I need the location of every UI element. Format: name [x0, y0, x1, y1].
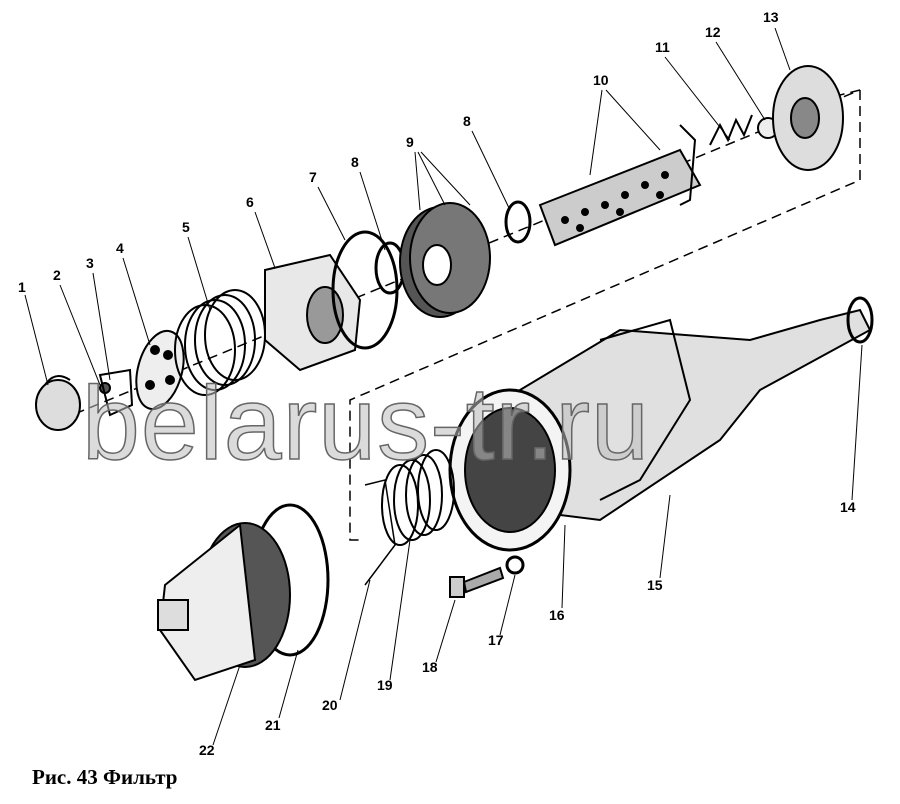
part-10-filter-element: [538, 124, 702, 247]
part-2-3-nut: [98, 368, 134, 417]
callout-11: 11: [655, 39, 670, 55]
part-20-wire: [364, 479, 396, 586]
callout-8-second: 8: [463, 113, 471, 129]
callout-12: 12: [705, 24, 721, 40]
part-9-seals: [399, 202, 491, 318]
part-6-housing: [264, 253, 362, 372]
part-13-flange: [772, 65, 844, 171]
figure-caption: Рис. 43 Фильтр: [32, 765, 178, 789]
watermark: belarus-tr.ru: [81, 366, 650, 482]
callout-7: 7: [309, 169, 317, 185]
part-5-spring: [174, 289, 266, 396]
callout-17: 17: [488, 632, 504, 648]
part-1-cap: [35, 375, 81, 431]
callout-10: 10: [593, 72, 609, 88]
callout-3: 3: [86, 255, 94, 271]
callout-1: 1: [18, 279, 26, 295]
callout-9: 9: [406, 134, 414, 150]
callout-21: 21: [265, 717, 281, 733]
callout-13: 13: [763, 9, 779, 25]
part-19-spring: [381, 449, 455, 546]
callout-22: 22: [199, 742, 215, 758]
callout-5: 5: [182, 219, 190, 235]
part-18-bolt: [449, 566, 505, 598]
part-11-spring: [709, 114, 753, 146]
callout-18: 18: [422, 659, 438, 675]
part-22-cover: [157, 522, 291, 682]
callout-19: 19: [377, 677, 393, 693]
callout-4: 4: [116, 240, 124, 256]
leader-lines: [24, 27, 863, 746]
callout-15: 15: [647, 577, 663, 593]
callout-8: 8: [351, 154, 359, 170]
callout-6: 6: [246, 194, 254, 210]
part-16-flange-plate: [448, 388, 572, 552]
callout-2: 2: [53, 267, 61, 283]
callout-16: 16: [549, 607, 565, 623]
callout-14: 14: [840, 499, 856, 515]
part-17-washer: [505, 555, 525, 575]
part-8-ring-second: [504, 200, 532, 244]
callout-20: 20: [322, 697, 338, 713]
